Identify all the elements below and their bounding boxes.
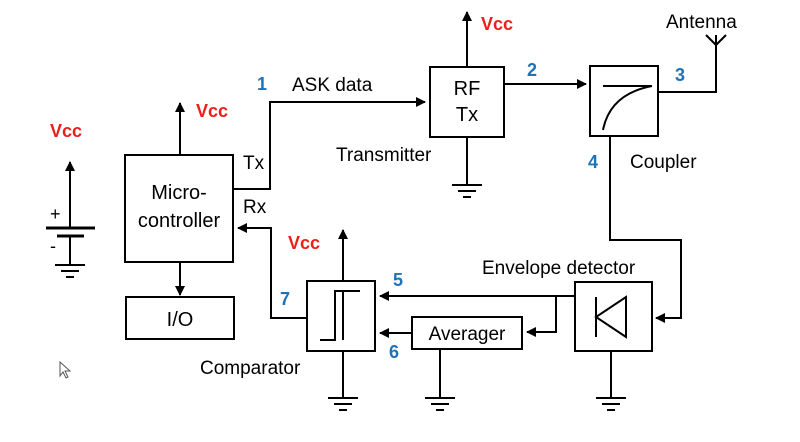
antenna-label: Antenna xyxy=(666,12,737,33)
coupler-label: Coupler xyxy=(630,152,697,173)
comparator-vcc-label: Vcc xyxy=(288,233,320,253)
ask-data-wire xyxy=(233,97,426,190)
cursor-icon xyxy=(59,360,72,379)
detector-to-averager-wire xyxy=(526,296,557,337)
microcontroller-label-line1: Micro- xyxy=(151,182,207,204)
io-label: I/O xyxy=(167,309,194,331)
rf-tx-label-line1: RF xyxy=(454,78,481,100)
mcu-vcc-label: Vcc xyxy=(196,101,228,121)
envelope-detector-label: Envelope detector xyxy=(482,258,636,279)
node-1-label: 1 xyxy=(257,74,267,94)
ground-icon xyxy=(55,264,85,278)
rf-vcc-label: Vcc xyxy=(481,14,513,34)
ground-icon xyxy=(425,397,455,411)
rf-tx-block: RF Tx xyxy=(429,66,505,138)
hysteresis-icon xyxy=(320,290,360,341)
battery-minus-sign: - xyxy=(50,236,56,256)
diode-icon xyxy=(594,295,627,339)
transmitter-label: Transmitter xyxy=(336,145,432,166)
envelope-detector-block xyxy=(574,281,653,352)
node-2-label: 2 xyxy=(527,60,537,80)
node-4-label: 4 xyxy=(588,152,598,172)
io-block: I/O xyxy=(125,296,235,340)
rx-wire xyxy=(237,223,307,319)
microcontroller-label-line2: controller xyxy=(138,210,221,232)
tx-pin-label: Tx xyxy=(243,153,265,174)
node-3-label: 3 xyxy=(675,65,685,85)
battery-vcc-label: Vcc xyxy=(50,121,82,141)
antenna-icon xyxy=(705,34,727,46)
coupler-icon xyxy=(602,85,653,131)
node-6-label: 6 xyxy=(389,342,399,362)
comparator-label: Comparator xyxy=(200,358,301,379)
microcontroller-block: Micro- controller xyxy=(124,154,234,263)
averager-block: Averager xyxy=(411,316,523,350)
node-5-label: 5 xyxy=(393,270,403,290)
node-7-label: 7 xyxy=(280,289,290,309)
battery-icon xyxy=(46,161,95,265)
antenna-feed-wire xyxy=(658,45,717,93)
ask-data-label: ASK data xyxy=(292,75,373,96)
rx-pin-label: Rx xyxy=(243,197,267,218)
averager-label: Averager xyxy=(429,324,506,345)
coupler-block xyxy=(589,65,659,137)
battery-plus-sign: + xyxy=(50,204,61,224)
rf-tx-label-line2: Tx xyxy=(456,104,478,126)
coupled-signal-wire xyxy=(609,136,682,323)
ground-icon xyxy=(328,397,358,411)
ground-icon xyxy=(596,397,626,411)
ground-icon xyxy=(452,184,482,198)
comparator-block xyxy=(306,280,376,352)
